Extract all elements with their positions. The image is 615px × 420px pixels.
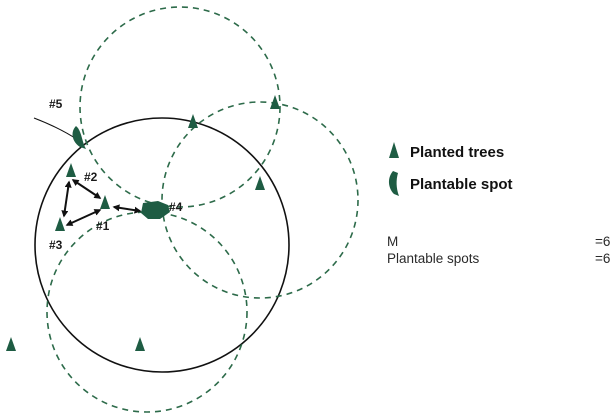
zone-circle-top <box>79 6 281 208</box>
planted-tree-icon <box>6 337 16 351</box>
stat-label-m: M <box>387 234 398 249</box>
stat-label-plantable-spots: Plantable spots <box>387 251 480 266</box>
planted-tree-icon <box>55 217 65 231</box>
planted-tree-icon <box>135 337 145 351</box>
arrow-1-to-3 <box>65 209 102 226</box>
arrow-1-to-4 <box>112 204 142 214</box>
legend-planted-trees-label: Planted trees <box>410 144 504 161</box>
legend-planted-trees-icon <box>389 142 399 158</box>
zone-circle-right <box>161 101 359 299</box>
stat-value-plantable-spots: =6 <box>595 251 610 266</box>
arrow-3-to-2 <box>61 180 72 218</box>
spot-label-1: #1 <box>96 219 110 233</box>
legend-plantable-spot-label: Plantable spot <box>410 176 513 193</box>
legend-plantable-spot-icon <box>388 171 399 196</box>
main-circle <box>34 117 290 373</box>
planted-tree-icon <box>100 195 110 209</box>
spot-label-2: #2 <box>84 170 98 184</box>
spot-label-4: #4 <box>169 200 183 214</box>
zone-circle-bottom <box>46 211 248 413</box>
planted-tree-icon <box>255 176 265 190</box>
spot-label-5: #5 <box>49 97 63 111</box>
arrow-2-to-1 <box>71 179 102 199</box>
planted-tree-icon <box>66 163 76 177</box>
stat-value-m: =6 <box>595 234 610 249</box>
plantable-spot-5-icon <box>72 126 86 149</box>
spot-label-3: #3 <box>49 238 63 252</box>
boundary-arc <box>33 117 79 141</box>
planted-tree-icon <box>188 114 198 128</box>
planted-tree-icon <box>270 95 280 109</box>
plantable-spot-4-icon <box>141 201 170 219</box>
